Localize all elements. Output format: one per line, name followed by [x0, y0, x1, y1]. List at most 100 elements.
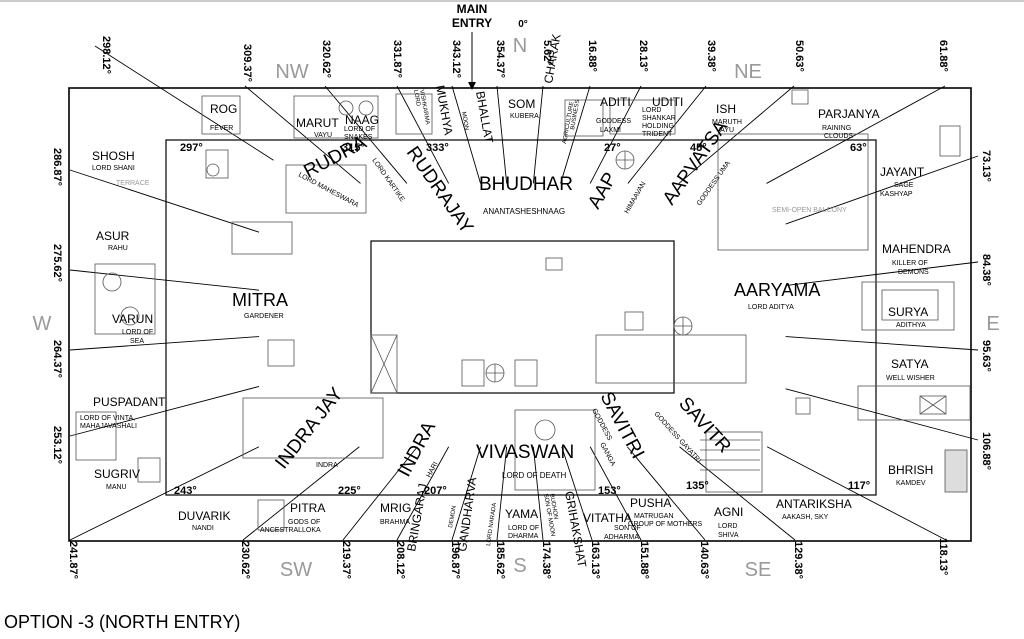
radial-line	[785, 336, 979, 351]
deity-desc: SNAKES	[344, 134, 373, 141]
deg-right-3: 106.88°	[980, 432, 992, 470]
deg-top-6: 5.62°	[541, 40, 553, 66]
radial-line	[560, 85, 591, 184]
deity-name: MARUT	[296, 116, 339, 130]
deity-name: JAYANT	[880, 165, 925, 179]
deity-desc: LORD OF	[344, 126, 375, 133]
deity-desc: LORD OF VINTA,	[80, 415, 135, 422]
deg-bottom-2: 219.37°	[340, 541, 352, 579]
deg-right-4: 118.13°	[937, 538, 949, 575]
radial-line	[532, 446, 544, 541]
option-caption: OPTION -3 (NORTH ENTRY)	[4, 612, 241, 632]
inner-angle-3: 27°	[604, 142, 621, 154]
deg-top-11: 61.88°	[937, 40, 949, 72]
radial-line	[626, 446, 706, 541]
deity-desc: MAHAJAVASHALI	[80, 423, 137, 430]
deity-desc: GARDENER	[244, 313, 284, 320]
main-entry-label-1: MAIN	[457, 2, 488, 16]
deity-desc: LORD	[642, 107, 661, 114]
radial-line	[678, 85, 795, 184]
deity-name: BHUDHAR	[479, 174, 573, 195]
deity-desc: DEMON	[448, 505, 458, 528]
deity-name: BHALLAT	[473, 90, 496, 145]
deity-name: GRIHAKSHAT	[562, 490, 589, 569]
inner-ring	[165, 139, 877, 496]
radial-line	[69, 169, 260, 233]
inner-angle-1: 315°	[342, 142, 365, 154]
deity-desc: ADITHYA	[896, 322, 926, 329]
deity-name: VITATHA	[583, 511, 632, 525]
deity-desc: KAMDEV	[896, 480, 926, 487]
deity-desc: FEVER	[210, 125, 233, 132]
deg-top-3: 331.87°	[391, 40, 403, 78]
deity-name: PITRA	[290, 501, 325, 515]
radial-line	[451, 446, 481, 541]
semi-open-balcony-label: SEMI-OPEN BALCONY	[772, 207, 847, 214]
deity-desc-trident: TRIDENT	[642, 131, 673, 138]
deity-name: SATYA	[891, 357, 929, 371]
inner-angle-10: 225°	[338, 485, 361, 497]
deg-bottom-5: 185.62°	[494, 541, 506, 579]
compass-s: S	[513, 555, 526, 577]
deity-desc: SON OF	[614, 525, 641, 532]
radial-line	[496, 446, 508, 541]
deity-desc: KILLER OF	[892, 260, 928, 267]
radial-line	[785, 261, 979, 286]
deg-top-4: 343.12°	[450, 40, 462, 78]
deity-name: AARYAMA	[734, 280, 820, 300]
deity-desc: MANU	[106, 484, 127, 491]
deity-desc: GROUP OF MOTHERS	[628, 521, 702, 528]
deity-desc: ADHARMA	[604, 534, 639, 541]
deg-bottom-9: 140.63°	[698, 541, 710, 579]
deity-name: ADITI	[600, 95, 631, 109]
deity-desc: GODS OF	[288, 519, 320, 526]
deity-desc: MATRUGAN	[634, 513, 674, 520]
deity-name: ASUR	[96, 229, 130, 243]
deity-name: MAHENDRA	[882, 242, 951, 256]
deity-name: BHRISH	[888, 463, 933, 477]
plot-outline	[68, 87, 972, 542]
deity-name: RUDRAJAY	[402, 143, 477, 238]
deity-desc: LORD OF	[508, 525, 539, 532]
deity-name: SURYA	[888, 305, 928, 319]
compass-e: E	[986, 313, 999, 335]
radial-line	[69, 269, 260, 291]
deity-desc: SHIVA	[718, 532, 739, 539]
radial-line	[589, 446, 642, 541]
radial-line	[766, 446, 947, 541]
zero-degree-label: 0°	[518, 19, 528, 30]
deity-desc: SHANKAR	[642, 115, 676, 122]
deg-bottom-8: 151.88°	[638, 541, 650, 579]
inner-angle-labels: 297° 315° 333° 27° 45° 63° 117° 135° 153…	[174, 142, 870, 497]
deity-desc: LORD NARADA	[486, 503, 498, 547]
radial-line	[766, 85, 946, 184]
radial-line	[69, 446, 260, 541]
compass-sw: SW	[280, 559, 312, 581]
deity-name: PARJANYA	[818, 107, 880, 121]
deg-top-2: 320.62°	[320, 40, 332, 78]
deity-name: VIVASWAN	[476, 442, 574, 463]
radial-line	[396, 85, 450, 184]
deity-desc: LAXMI	[600, 127, 621, 134]
radial-line	[679, 446, 796, 541]
main-entry-marker: MAIN ENTRY 0°	[452, 2, 528, 90]
deity-name: ANTARIKSHA	[776, 497, 852, 511]
radial-line	[342, 446, 418, 541]
radial-line	[242, 446, 360, 541]
deity-desc: HIMAAVAN	[624, 181, 648, 215]
deity-desc: LORD OF	[122, 329, 153, 336]
inner-angle-0: 297°	[180, 142, 203, 154]
deity-name: SOM	[508, 97, 535, 111]
inner-angle-6: 117°	[848, 480, 870, 492]
radial-line	[451, 85, 481, 184]
deity-desc: NANDI	[192, 525, 214, 532]
inner-angle-9: 207°	[424, 485, 447, 497]
deity-name: UDITI	[652, 95, 683, 109]
deity-desc: LORD	[412, 89, 421, 107]
deg-left-3: 253.12°	[51, 426, 63, 464]
deity-desc: ANCESTRALLOKA	[260, 527, 321, 534]
deg-bottom-1: 230.62°	[239, 541, 251, 579]
deity-name: ROG	[210, 102, 237, 116]
deg-bottom-4: 196.87°	[449, 541, 461, 579]
floor-plan-fixtures	[75, 89, 971, 531]
